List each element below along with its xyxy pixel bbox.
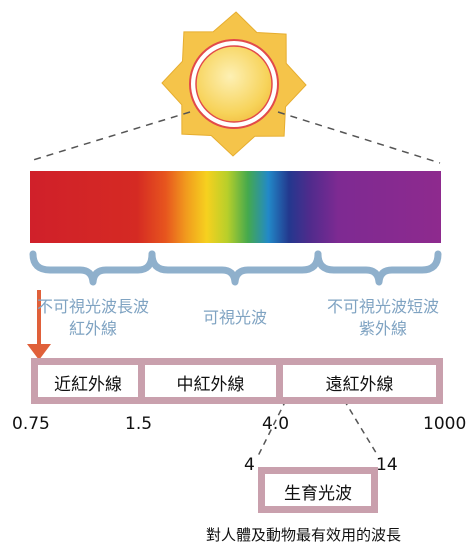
sun-ray-right bbox=[277, 111, 441, 164]
caption: 對人體及動物最有效用的波長 bbox=[206, 526, 402, 544]
region-ultraviolet-line1: 不可視光波短波 bbox=[326, 297, 439, 316]
band-mid-label: 中紅外線 bbox=[176, 375, 245, 395]
band-divider-1 bbox=[138, 358, 145, 404]
brace-ultraviolet bbox=[314, 250, 442, 286]
region-ultraviolet-label: 不可視光波短波 紫外線 bbox=[308, 296, 458, 340]
growth-wave-label: 生育光波 bbox=[284, 484, 352, 504]
zoom-low-value: 4 bbox=[244, 455, 255, 475]
band-divider-2 bbox=[276, 358, 283, 404]
zoom-high-value: 14 bbox=[376, 455, 398, 475]
sun-ray-left bbox=[32, 111, 191, 161]
band-near-label: 近紅外線 bbox=[54, 375, 122, 395]
scale-tick-4-0: 4.0 bbox=[262, 414, 290, 434]
band-far-label: 遠紅外線 bbox=[325, 375, 394, 395]
growth-wave-box bbox=[258, 467, 378, 513]
region-infrared-line2: 紅外線 bbox=[68, 319, 117, 338]
region-visible-label: 可視光波 bbox=[202, 308, 267, 327]
region-infrared-label: 不可視光波長波 紅外線 bbox=[18, 296, 168, 340]
spectrum-bar bbox=[30, 171, 441, 243]
sun-icon bbox=[161, 11, 307, 157]
infrared-band-frame bbox=[31, 358, 443, 404]
region-ultraviolet-line2: 紫外線 bbox=[358, 319, 407, 338]
scale-tick-1000: 1000 bbox=[423, 414, 467, 434]
zoom-line-right bbox=[343, 399, 379, 457]
arrow-down-icon bbox=[27, 290, 51, 360]
scale-tick-1-5: 1.5 bbox=[125, 414, 153, 434]
scale-tick-0-75: 0.75 bbox=[12, 414, 50, 434]
brace-infrared bbox=[29, 250, 156, 286]
brace-visible bbox=[148, 250, 322, 286]
region-infrared-line1: 不可視光波長波 bbox=[36, 297, 149, 316]
